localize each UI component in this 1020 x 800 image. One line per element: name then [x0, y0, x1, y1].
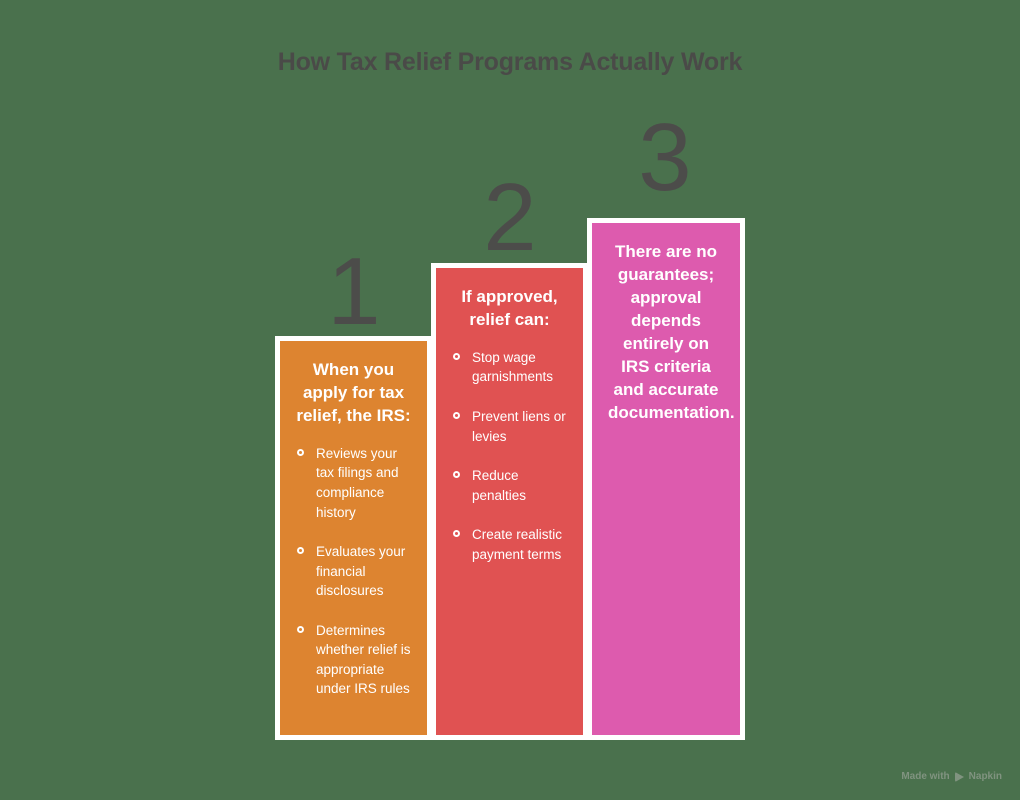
bullet-circle-icon — [297, 547, 304, 555]
step-number-1: 1 — [327, 238, 381, 345]
list-item: Stop wage garnishments — [452, 348, 567, 387]
step-bullet-list-2: Stop wage garnishments Prevent liens or … — [452, 348, 567, 565]
page-title: How Tax Relief Programs Actually Work — [277, 48, 743, 76]
list-item-label: Determines whether relief is appropriate… — [316, 622, 411, 697]
bullet-circle-icon — [453, 530, 460, 538]
list-item-label: Stop wage garnishments — [472, 349, 554, 385]
step-column-3: There are no guarantees; approval depend… — [587, 218, 745, 740]
step-heading-3: There are no guarantees; approval depend… — [608, 242, 735, 422]
bullet-circle-icon — [297, 448, 304, 456]
step-column-2: If approved, relief can: Stop wage garni… — [431, 263, 588, 740]
bullet-circle-icon — [297, 625, 304, 633]
list-item-label: Reduce penalties — [472, 468, 527, 503]
list-item-label: Prevent liens or levies — [472, 409, 566, 444]
step-bullet-list-1: Reviews your tax filings and compliance … — [296, 444, 411, 699]
list-item: Determines whether relief is appropriate… — [296, 621, 411, 699]
play-triangle-icon — [954, 771, 964, 782]
list-item: Prevent liens or levies — [452, 407, 567, 446]
list-item: Reviews your tax filings and compliance … — [296, 444, 411, 522]
step-number-2: 2 — [483, 164, 537, 271]
step-number-3: 3 — [638, 104, 692, 211]
bullet-circle-icon — [453, 412, 460, 419]
watermark-brand: Napkin — [968, 771, 1002, 782]
step-heading-1: When you apply for tax relief, the IRS: — [296, 360, 411, 425]
list-item: Create realistic payment terms — [452, 525, 567, 564]
list-item-label: Evaluates your financial disclosures — [316, 544, 406, 599]
bullet-circle-icon — [453, 352, 460, 360]
list-item-label: Create realistic payment terms — [472, 527, 563, 562]
watermark: Made with Napkin — [901, 771, 1002, 782]
step-column-1: When you apply for tax relief, the IRS: … — [275, 336, 432, 740]
list-item-label: Reviews your tax filings and compliance … — [316, 445, 399, 520]
list-item: Reduce penalties — [452, 466, 567, 505]
step-heading-2: If approved, relief can: — [461, 287, 558, 329]
watermark-prefix: Made with — [901, 771, 950, 782]
list-item: Evaluates your financial disclosures — [296, 542, 411, 601]
bullet-circle-icon — [453, 471, 460, 479]
